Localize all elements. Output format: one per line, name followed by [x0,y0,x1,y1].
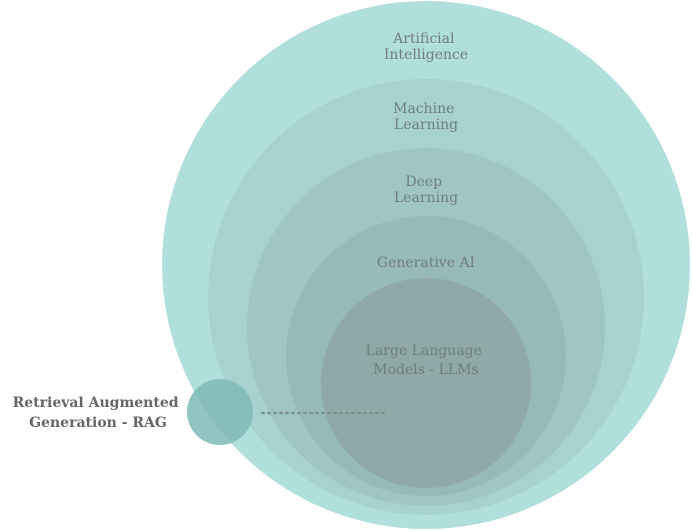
deep-learning-label-line-2: Learning [394,190,458,206]
machine-learning-label-line-1: Machine [393,101,454,117]
llm-circle [321,278,531,488]
rag-circle [187,379,253,445]
generative-ai-label: Generative AI [377,255,475,271]
rag-label-line-2: Generation - RAG [29,415,167,431]
rag-label: Retrieval Augmented Generation - RAG [13,395,184,431]
rag-label-line-1: Retrieval Augmented [13,395,179,411]
artificial-intelligence-label: Artificial Intelligence [384,31,468,63]
deep-learning-label: Deep Learning [394,174,458,206]
generative-ai-label-line-1: Generative AI [377,255,475,271]
artificial-intelligence-label-line-2: Intelligence [384,47,468,63]
deep-learning-label-line-1: Deep [405,174,442,190]
llm-label: Large Language Models - LLMs [366,343,487,378]
llm-label-line-1: Large Language [366,343,482,359]
artificial-intelligence-label-line-1: Artificial [392,31,455,47]
machine-learning-label-line-2: Learning [394,117,458,133]
llm-label-line-2: Models - LLMs [373,362,478,378]
machine-learning-label: Machine Learning [393,101,459,133]
